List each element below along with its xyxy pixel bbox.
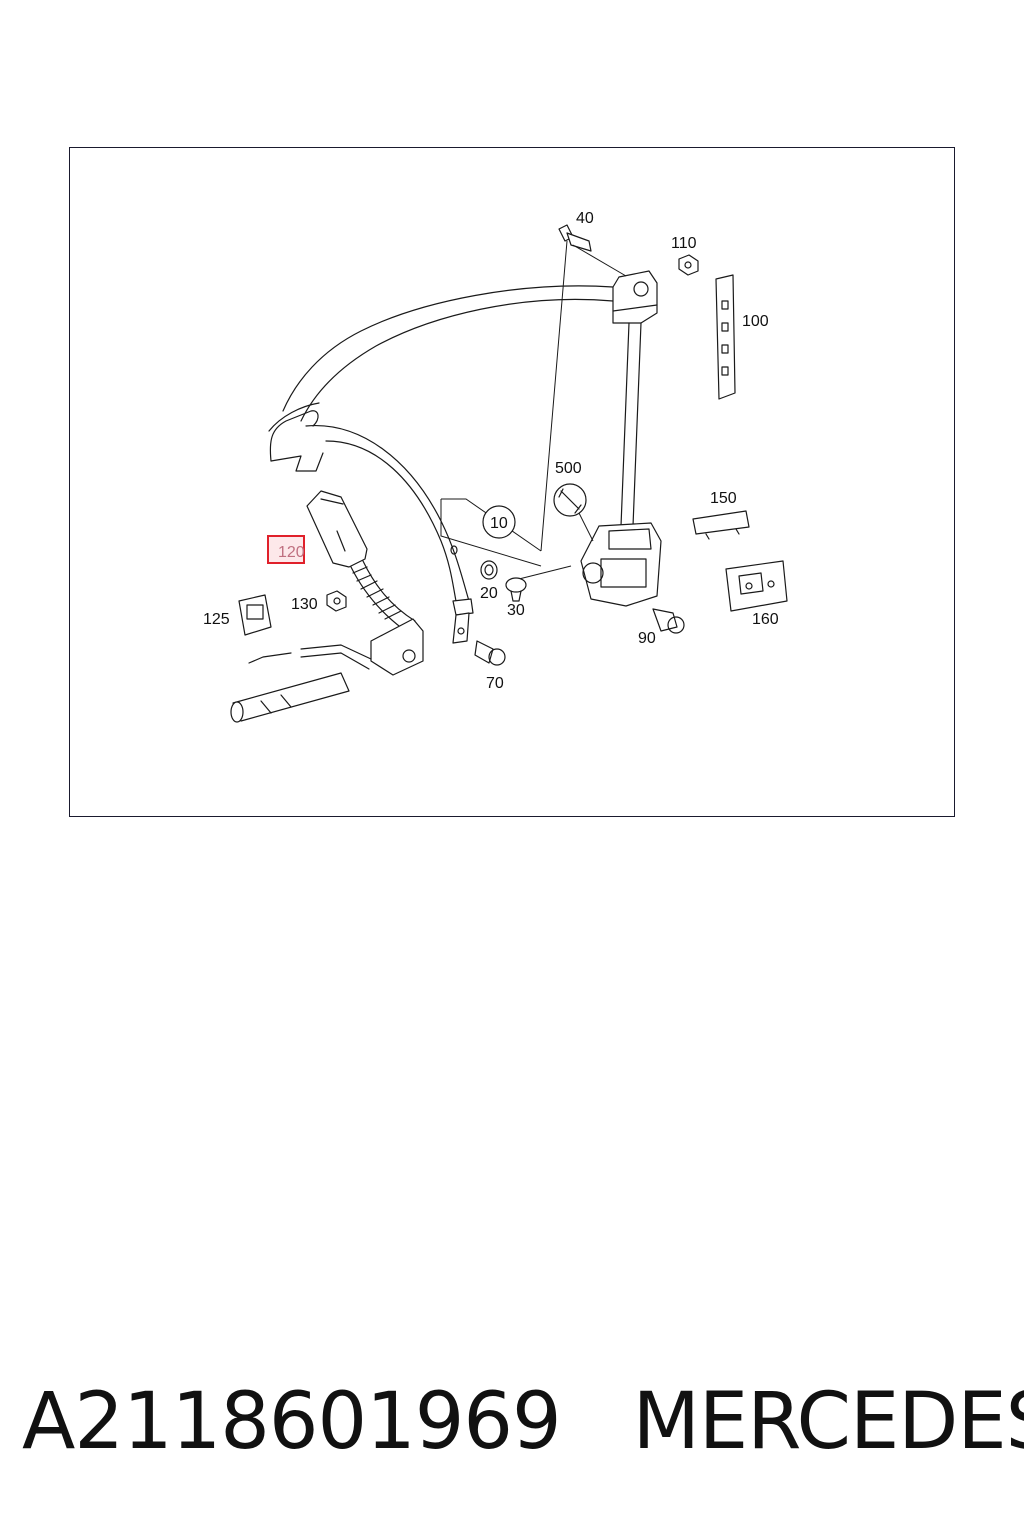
callout-label: 10 bbox=[490, 515, 508, 532]
callout-label: 90 bbox=[638, 630, 656, 647]
callout-label: 30 bbox=[507, 602, 525, 619]
washer-20-drawing bbox=[480, 560, 498, 580]
belt-strap-drawing bbox=[268, 285, 614, 644]
parts-diagram-frame: 40 110 100 500 150 10 120 20 30 130 125 … bbox=[69, 147, 955, 817]
callout-label: 20 bbox=[480, 585, 498, 602]
retractor-column-drawing bbox=[580, 270, 662, 607]
callout-label: 150 bbox=[710, 490, 737, 507]
screw-90-drawing bbox=[652, 608, 685, 634]
buckle-120-drawing bbox=[306, 490, 424, 676]
callout-label: 100 bbox=[742, 313, 769, 330]
sensor-125-drawing bbox=[238, 594, 272, 636]
callout-label: 110 bbox=[671, 235, 697, 252]
nut-110-drawing bbox=[678, 254, 699, 276]
callout-label-highlighted: 120 bbox=[278, 544, 305, 561]
callout-label: 70 bbox=[486, 675, 504, 692]
cover-160-drawing bbox=[725, 560, 788, 612]
tool-500-drawing bbox=[553, 483, 594, 542]
part-number: A2118601969 bbox=[22, 1377, 562, 1467]
part-caption: A2118601969 MERCEDES bbox=[22, 1372, 1024, 1472]
tensioner-tube-drawing bbox=[230, 644, 372, 723]
rail-100-drawing bbox=[715, 274, 736, 400]
reference-10-drawing bbox=[440, 498, 572, 582]
clip-30-drawing bbox=[505, 577, 527, 602]
brand-name: MERCEDES bbox=[632, 1377, 1024, 1467]
callout-label: 500 bbox=[555, 460, 582, 477]
callout-label: 160 bbox=[752, 611, 779, 628]
screw-70-drawing bbox=[474, 640, 506, 666]
nut-130-drawing bbox=[326, 590, 347, 612]
callout-label: 40 bbox=[576, 210, 594, 227]
bolt-40-drawing bbox=[540, 224, 627, 552]
callout-label: 125 bbox=[203, 611, 230, 628]
callout-label: 130 bbox=[291, 596, 318, 613]
highlight-box-120 bbox=[267, 535, 305, 564]
bracket-150-drawing bbox=[692, 510, 750, 540]
